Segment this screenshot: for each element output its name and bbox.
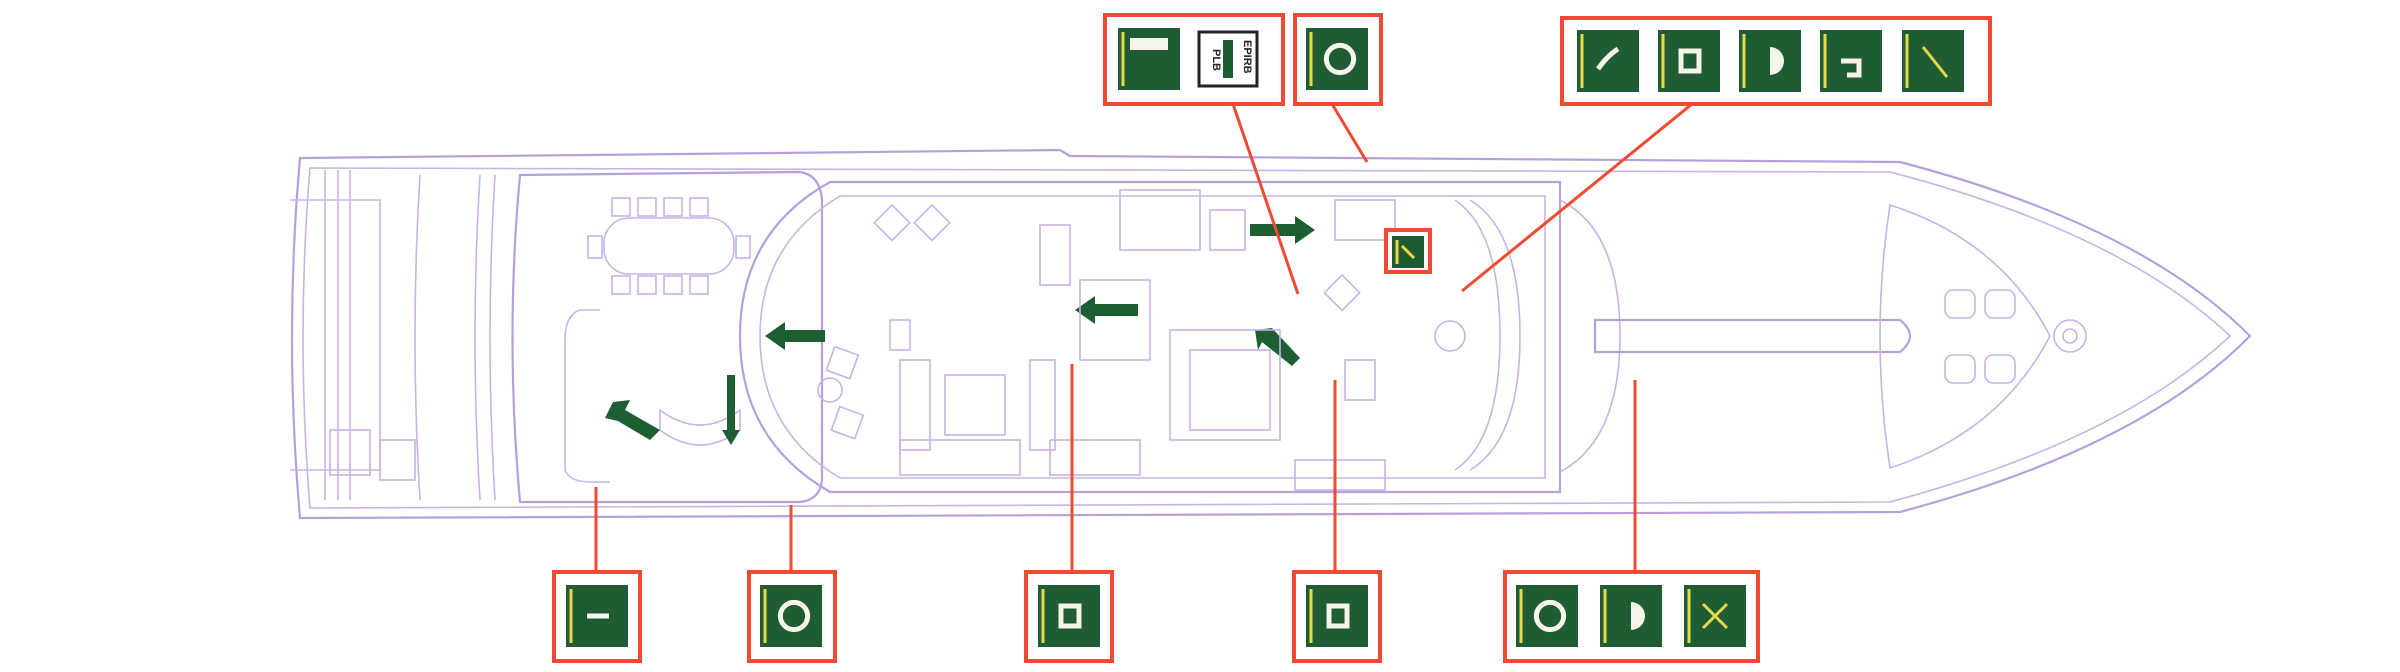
yacht-hull-outline xyxy=(290,148,2252,520)
main-superstructure xyxy=(738,180,1562,494)
foredeck xyxy=(1559,199,2087,473)
epirb-plb-icon xyxy=(1197,30,1259,88)
evacuation-arrow xyxy=(1075,296,1138,324)
fire-hydrant-icon xyxy=(1306,585,1368,647)
epirb-label: EPIRB xyxy=(1241,40,1253,74)
evacuation-arrow xyxy=(1250,216,1315,244)
fire-hydrant-icon xyxy=(1658,30,1720,92)
aft-deck xyxy=(511,170,824,504)
plb-label: PLB xyxy=(1210,49,1222,71)
fire-hose-reel-icon xyxy=(1820,30,1882,92)
fire-hose-icon xyxy=(1577,30,1639,92)
fire-hydrant-icon xyxy=(1038,585,1100,647)
control-panel-icon xyxy=(1118,28,1180,90)
fire-axe-icon xyxy=(1902,30,1964,92)
muster-point-icon xyxy=(1684,585,1746,647)
callout-leaders xyxy=(594,102,1693,572)
fire-alarm-call-point-icon xyxy=(1392,236,1424,268)
lifebuoy-icon xyxy=(760,585,822,647)
evacuation-arrow xyxy=(605,400,660,440)
lifebuoy-icon xyxy=(1306,28,1368,90)
evacuation-arrow xyxy=(1255,328,1300,366)
emergency-light-icon xyxy=(1739,30,1801,92)
fire-extinguisher-icon xyxy=(566,585,628,647)
evacuation-arrow xyxy=(765,322,825,350)
emergency-light-icon xyxy=(1600,585,1662,647)
lifebuoy-icon xyxy=(1516,585,1578,647)
evacuation-arrow xyxy=(727,375,735,433)
